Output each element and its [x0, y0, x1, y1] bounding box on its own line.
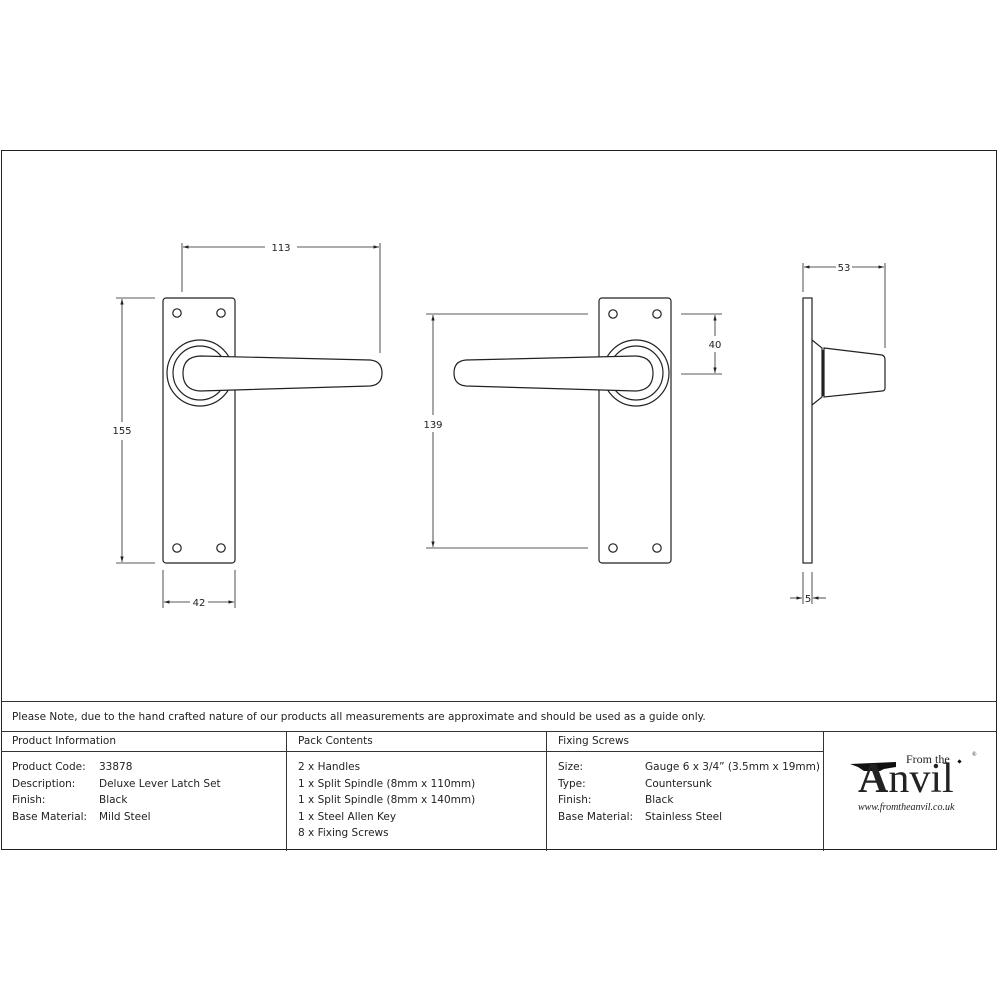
row-label: Description: — [12, 777, 76, 790]
pack-item: 1 x Split Spindle (8mm x 140mm) — [298, 794, 476, 806]
dim-label-53: 53 — [838, 263, 851, 274]
dim-label-40: 40 — [709, 340, 722, 351]
pack-contents-heading: Pack Contents — [287, 732, 546, 752]
registered-mark: ® — [972, 752, 977, 758]
fixing-screws-column: Fixing Screws Size: Gauge 6 x 3/4” (3.5mm… — [546, 732, 823, 851]
logo-wordmark: Anvil — [858, 756, 954, 802]
screw-finish-row: Finish: Black — [547, 792, 823, 809]
row-label: Finish: — [12, 794, 46, 806]
logo-from-the: From the — [906, 752, 950, 766]
brand-logo-column: From the Anvil ® www.fromtheanvil.co.uk — [823, 732, 997, 851]
pack-contents-column: Pack Contents 2 x Handles 1 x Split Spin… — [286, 732, 546, 851]
row-label: Finish: — [558, 794, 592, 806]
product-code-row: Product Code: 33878 — [1, 759, 286, 776]
from-the-anvil-logo: From the Anvil ® www.fromtheanvil.co.uk — [850, 750, 980, 820]
front-view-left — [116, 243, 383, 608]
pack-item: 1 x Split Spindle (8mm x 110mm) — [298, 777, 476, 790]
dim-label-42: 42 — [193, 598, 206, 609]
base-material-row: Base Material: Mild Steel — [1, 809, 286, 826]
row-value: Mild Steel — [99, 810, 151, 823]
pack-item: 8 x Fixing Screws — [298, 827, 389, 839]
description-row: Description: Deluxe Lever Latch Set — [1, 776, 286, 793]
front-view-right — [426, 297, 722, 564]
product-info-table: Product Information Product Code: 33878 D… — [1, 731, 997, 851]
row-value: Black — [645, 794, 674, 806]
screw-size-row: Size: Gauge 6 x 3/4” (3.5mm x 19mm) — [547, 759, 823, 776]
row-value: Countersunk — [645, 777, 712, 790]
finish-row: Finish: Black — [1, 792, 286, 809]
logo-url: www.fromtheanvil.co.uk — [858, 802, 955, 813]
logo-diamond-icon — [957, 759, 962, 764]
measurement-disclaimer: Please Note, due to the hand crafted nat… — [1, 701, 997, 731]
row-value: Black — [99, 794, 128, 806]
row-value: 33878 — [99, 761, 133, 773]
product-information-column: Product Information Product Code: 33878 D… — [1, 732, 286, 851]
row-value: Gauge 6 x 3/4” (3.5mm x 19mm) — [645, 761, 820, 773]
row-label: Product Code: — [12, 761, 86, 773]
dim-label-139: 139 — [423, 420, 442, 431]
row-label: Base Material: — [12, 810, 88, 823]
product-information-heading: Product Information — [1, 732, 286, 752]
pack-item: 2 x Handles — [298, 761, 361, 773]
drawing-sheet-frame — [1, 150, 997, 850]
dim-label-155: 155 — [112, 426, 131, 437]
side-view — [790, 263, 886, 604]
row-label: Type: — [558, 777, 586, 790]
anvil-icon — [850, 762, 896, 771]
row-value: Deluxe Lever Latch Set — [99, 777, 221, 790]
row-label: Base Material: — [558, 810, 634, 823]
dim-label-5: 5 — [805, 594, 811, 605]
screw-type-row: Type: Countersunk — [547, 776, 823, 793]
dim-label-113: 113 — [271, 243, 290, 254]
pack-item: 1 x Steel Allen Key — [298, 810, 397, 823]
row-value: Stainless Steel — [645, 810, 723, 823]
row-label: Size: — [558, 761, 584, 773]
screw-base-material-row: Base Material: Stainless Steel — [547, 809, 823, 826]
fixing-screws-heading: Fixing Screws — [547, 732, 823, 752]
